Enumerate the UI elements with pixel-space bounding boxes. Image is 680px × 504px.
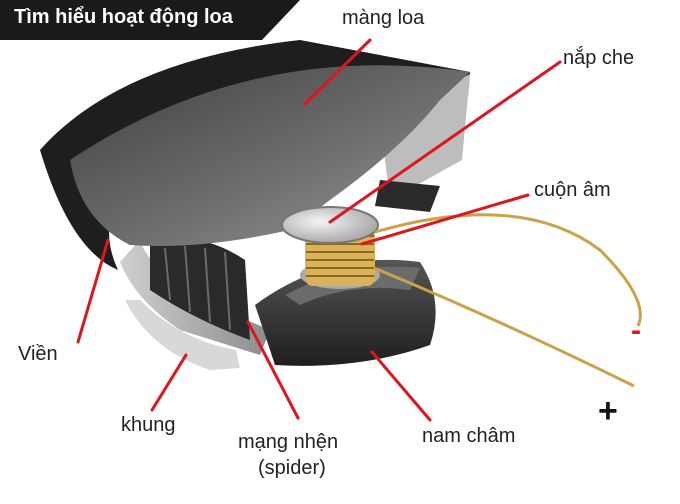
label-mang-nhen: mạng nhện: [238, 431, 339, 453]
frame-rim-shape: [380, 74, 470, 200]
cone-shape: [70, 65, 470, 247]
leader-lines: [76, 38, 562, 422]
lead-wire-negative: [374, 213, 642, 327]
leader-mang-nhen: [246, 320, 300, 420]
label-cuon-am: cuộn âm: [534, 179, 611, 201]
leader-khung: [150, 353, 188, 412]
leader-cuon-am: [360, 193, 530, 246]
label-mang-loa: màng loa: [342, 7, 425, 29]
page-title: Tìm hiểu hoạt động loa: [14, 6, 233, 28]
label-khung: khung: [121, 414, 176, 436]
surround-shape: [40, 40, 470, 270]
spider-ridges: [164, 245, 231, 331]
positive-terminal: +: [598, 392, 618, 430]
dust-cap-shape: [281, 206, 379, 244]
negative-terminal: -: [631, 314, 641, 347]
label-spider: (spider): [258, 457, 326, 479]
title-banner: [0, 0, 300, 40]
label-nam-cham: nam châm: [422, 425, 516, 447]
leader-mang-loa: [303, 38, 372, 106]
leader-nap-che: [328, 60, 562, 224]
leader-nam-cham: [370, 350, 432, 422]
frame-lower-shape: [125, 300, 240, 370]
label-nap-che: nắp che: [563, 47, 635, 69]
leader-vien: [76, 238, 110, 344]
lead-wire-positive: [373, 266, 635, 388]
label-vien: Viền: [18, 343, 58, 365]
